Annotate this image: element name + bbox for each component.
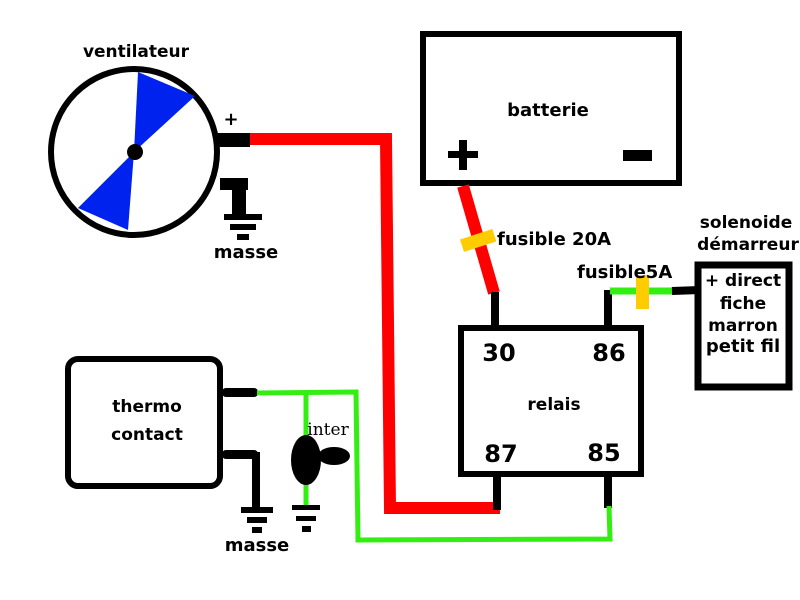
battery-label: batterie xyxy=(507,100,589,121)
thermo-signal-terminal xyxy=(222,388,258,397)
thermo-contact-line1: thermo xyxy=(112,397,182,417)
fan-blade-top xyxy=(134,72,195,152)
switch-body-icon[interactable] xyxy=(291,435,321,485)
switch-label: inter xyxy=(307,420,349,440)
solenoid-line-1: + direct xyxy=(705,271,781,291)
relay-box xyxy=(458,325,644,477)
fuse-5a-icon xyxy=(636,275,649,309)
thermo-ground-icon xyxy=(241,507,273,533)
switch-lever-icon[interactable] xyxy=(318,447,350,465)
thermo-ground-terminal xyxy=(222,450,258,459)
relay-86-lead xyxy=(604,290,612,326)
solenoid-line-4: petit fil xyxy=(706,336,780,357)
fan-ground-label: masse xyxy=(214,242,279,263)
relay-pin-30: 30 xyxy=(482,339,515,367)
relay-30-lead xyxy=(491,292,499,326)
fan-label: ventilateur xyxy=(83,42,190,62)
relay-label: relais xyxy=(527,395,580,415)
thermo-contact-box xyxy=(65,356,223,489)
thermo-contact-line2: contact xyxy=(111,425,183,445)
switch[interactable]: inter xyxy=(291,420,350,485)
fan-plus-terminal xyxy=(218,133,250,147)
battery-minus-icon xyxy=(623,150,652,161)
thermo-ground-label: masse xyxy=(225,535,290,556)
solenoid-title-line2: démarreur xyxy=(697,235,799,255)
wire-thermo-to-relay-85 xyxy=(256,389,613,543)
relay-pin-85: 85 xyxy=(587,439,620,467)
solenoid: solenoide démarreur + direct fiche marro… xyxy=(694,213,799,391)
switch-ground-icon xyxy=(292,505,320,532)
solenoid-box xyxy=(694,261,793,391)
fan: ventilateur + masse xyxy=(48,42,279,263)
solenoid-title-line1: solenoide xyxy=(700,213,792,233)
relay: 30 86 relais 87 85 xyxy=(458,325,644,477)
fan-hub xyxy=(127,144,143,160)
battery: batterie xyxy=(420,31,682,186)
solenoid-line-3: marron xyxy=(708,316,778,336)
fuse-20a-label: fusible 20A xyxy=(497,229,611,250)
wire-fan-positive-to-relay-87 xyxy=(250,133,500,514)
fan-ground-icon xyxy=(224,214,262,240)
fan-blade-bottom xyxy=(78,152,134,230)
fuse-20a-icon xyxy=(459,229,497,252)
relay-87-lead xyxy=(493,476,501,510)
thermo-contact: thermo contact masse xyxy=(65,356,290,556)
relay-85-lead xyxy=(604,476,612,508)
fuse-5a-label: fusible5A xyxy=(577,262,672,283)
solenoid-line-2: fiche xyxy=(720,294,766,314)
fan-plus-label: + xyxy=(223,109,238,130)
relay-pin-87: 87 xyxy=(484,440,517,468)
relay-pin-86: 86 xyxy=(592,339,625,367)
battery-plus-icon xyxy=(448,140,478,170)
